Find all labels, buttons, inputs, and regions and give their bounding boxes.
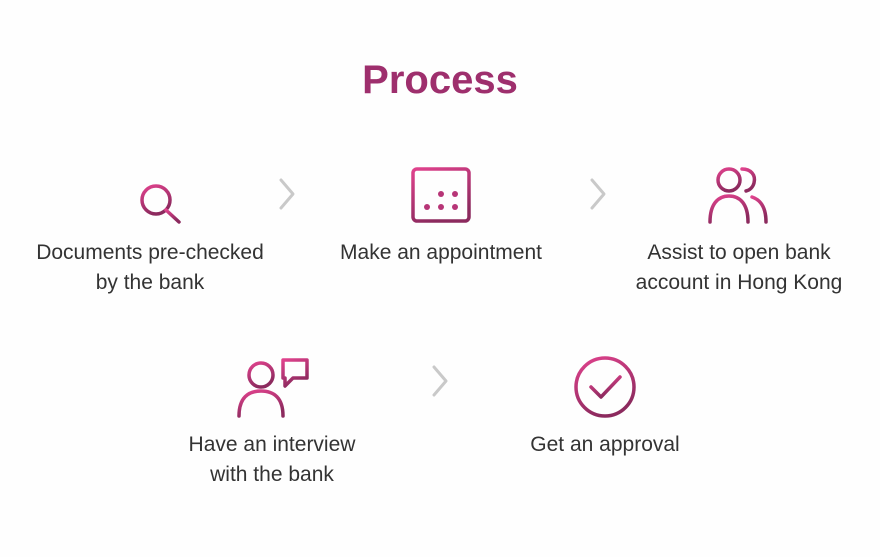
step-have-interview: Have an interview with the bank: [122, 352, 422, 490]
users-icon: [708, 167, 768, 224]
step-label: Get an approval: [530, 433, 680, 456]
chevron-right-icon: [279, 178, 295, 210]
step-label: Make an appointment: [340, 241, 542, 264]
step-label: Assist to open bank account in Hong Kong: [635, 241, 843, 294]
calendar-icon: [411, 161, 471, 223]
step-assist-open-account: Assist to open bank account in Hong Kong: [589, 160, 880, 298]
step-make-appointment: Make an appointment: [291, 160, 591, 268]
step-documents-pre-checked: Documents pre-checked by the bank: [0, 160, 300, 298]
chevron-right-icon: [432, 365, 448, 397]
document-search-icon: [117, 170, 181, 224]
step-label: Documents pre-checked by the bank: [36, 241, 264, 294]
check-circle-icon: [574, 356, 636, 418]
page-title: Process: [362, 58, 518, 102]
interview-icon: [237, 358, 309, 418]
step-label: Have an interview with the bank: [188, 433, 356, 486]
chevron-right-icon: [590, 178, 606, 210]
step-get-approval: Get an approval: [455, 352, 755, 460]
